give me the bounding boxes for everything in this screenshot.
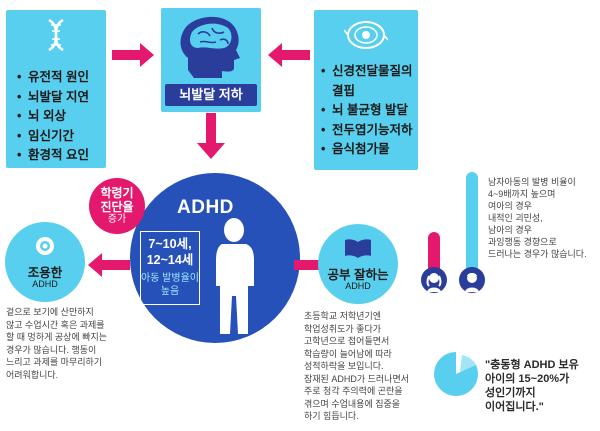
badge-line-3: 증가: [107, 214, 127, 225]
quiet-adhd-title: 조용한: [27, 266, 63, 280]
desc-line: 겪으며 수업내용에 집중을: [304, 398, 401, 409]
badge-line-1: 학령기: [100, 186, 134, 200]
list-item: 전두엽기능저하: [320, 121, 413, 141]
nerve-icon: [344, 21, 388, 49]
list-item-continued: 결핍: [332, 83, 356, 98]
note-line-2: 높음: [160, 286, 180, 297]
list-item: 음식첨가물: [320, 140, 413, 160]
adhd-circle: [130, 173, 300, 343]
desc-line: 고학년으로 접어들면서: [304, 336, 390, 346]
causes-box-right: 신경전달물질의 결핍 뇌 불균형 발달 전두엽기능저하 음식첨가물: [314, 10, 418, 170]
arrow-down: [197, 113, 225, 159]
arrow-right-to-center: [268, 43, 310, 67]
desc-line: 어려워합니다.: [6, 369, 59, 380]
desc-line: 내적인 괴민성,: [488, 213, 543, 223]
list-item: 뇌 외상: [16, 107, 89, 127]
desc-line: 과잉행동 경향으로: [488, 237, 557, 247]
studious-adhd-sub: ADHD: [345, 281, 371, 291]
desc-line: 경우가 많습니다. 행동이: [6, 344, 97, 355]
brain-head-icon: [180, 16, 240, 78]
brain-box: 뇌발달 저하: [161, 8, 261, 112]
desc-line: 학습량이 늘어남에 따라: [304, 348, 392, 359]
list-item: 뇌발달 지연: [16, 88, 89, 108]
dna-icon: [48, 18, 64, 52]
desc-line: 남자아동의 발병 비율이: [488, 177, 576, 187]
diagnosis-badge: 학령기 진단율 증가: [89, 178, 145, 234]
desc-line: 남아의 경우: [488, 225, 532, 235]
quote-line: 아이의 15~20%가: [485, 373, 570, 385]
desc-line: 성적하락을 보입니다.: [304, 361, 384, 371]
causes-box-left: 유전적 원인 뇌발달 지연 뇌 외상 임신기간 환경적 요인: [6, 10, 106, 168]
quote-line: 성인기까지: [485, 387, 536, 399]
list-item: 유전적 원인: [16, 68, 89, 88]
desc-line: 주로 청각 주의력에 곤란을: [304, 386, 403, 396]
quote-line: "충동형 ADHD 보유: [485, 359, 579, 371]
causes-list-right: 신경전달물질의 결핍 뇌 불균형 발달 전두엽기능저하 음식첨가물: [320, 62, 413, 160]
age-line-2: 12~14세: [146, 253, 194, 267]
girl-icon: [421, 267, 447, 293]
boy-icon: [459, 267, 485, 293]
target-icon: [36, 237, 54, 255]
desc-line: 할 때 멍하게 공상에 빠지는: [6, 332, 108, 342]
causes-list-left: 유전적 원인 뇌발달 지연 뇌 외상 임신기간 환경적 요인: [16, 68, 89, 166]
book-icon: [345, 239, 371, 258]
desc-line: 않고 수업시간 혹은 과제를: [6, 319, 105, 330]
quiet-adhd-circle: 조용한 ADHD: [5, 222, 85, 302]
desc-line: 4~9배까지 높으며: [488, 189, 556, 199]
arrow-left-to-center: [112, 43, 154, 67]
age-info-box: 7~10세, 12~14세 아동 발병율이 높음: [140, 231, 200, 305]
note-line-1: 아동 발병율이: [141, 273, 199, 284]
desc-line: 여아의 경우: [488, 201, 532, 211]
arrow-to-quiet: [88, 253, 132, 277]
desc-line: 하기 힘듭니다.: [304, 411, 359, 421]
brain-box-label: 뇌발달 저하: [165, 84, 257, 106]
pie-chart-icon: [434, 352, 478, 396]
quiet-adhd-desc: 겉으로 보기에 산만하지 않고 수업시간 혹은 과제를 할 때 멍하게 공상에 …: [6, 306, 134, 381]
desc-line: 느리고 과제를 마무리하기: [6, 357, 103, 367]
desc-line: 겉으로 보기에 산만하지: [6, 307, 94, 317]
adhd-title: ADHD: [177, 197, 234, 218]
list-item: 임신기간: [16, 127, 89, 147]
quote-text: "충동형 ADHD 보유 아이의 15~20%가 성인기까지 이어집니다.": [485, 358, 597, 414]
studious-adhd-title: 공부 잘하는: [327, 268, 389, 282]
list-item: 환경적 요인: [16, 146, 89, 166]
list-item: 신경전달물질의: [320, 62, 413, 82]
studious-adhd-circle: 공부 잘하는 ADHD: [318, 224, 398, 304]
desc-line: 잠재된 ADHD가 드러나면서: [304, 373, 410, 384]
gender-desc: 남자아동의 발병 비율이 4~9배까지 높으며 여아의 경우 내적인 괴민성, …: [488, 176, 596, 260]
male-bar: [466, 172, 478, 282]
badge-line-2: 진단율: [100, 200, 134, 214]
list-item: 뇌 불균형 발달: [320, 101, 413, 121]
desc-line: 드러나는 경우가 많습니다.: [488, 249, 587, 259]
quiet-adhd-sub: ADHD: [32, 279, 58, 289]
quote-line: 이어집니다.": [485, 401, 544, 413]
child-silhouette-icon: [216, 218, 254, 334]
studious-adhd-desc: 초등학교 저학년기엔 학업성취도가 좋다가 고학년으로 접어들면서 학습량이 늘…: [304, 310, 434, 423]
desc-line: 학업성취도가 좋다가: [304, 323, 382, 334]
desc-line: 초등학교 저학년기엔: [304, 311, 382, 321]
age-line-1: 7~10세,: [148, 237, 192, 251]
